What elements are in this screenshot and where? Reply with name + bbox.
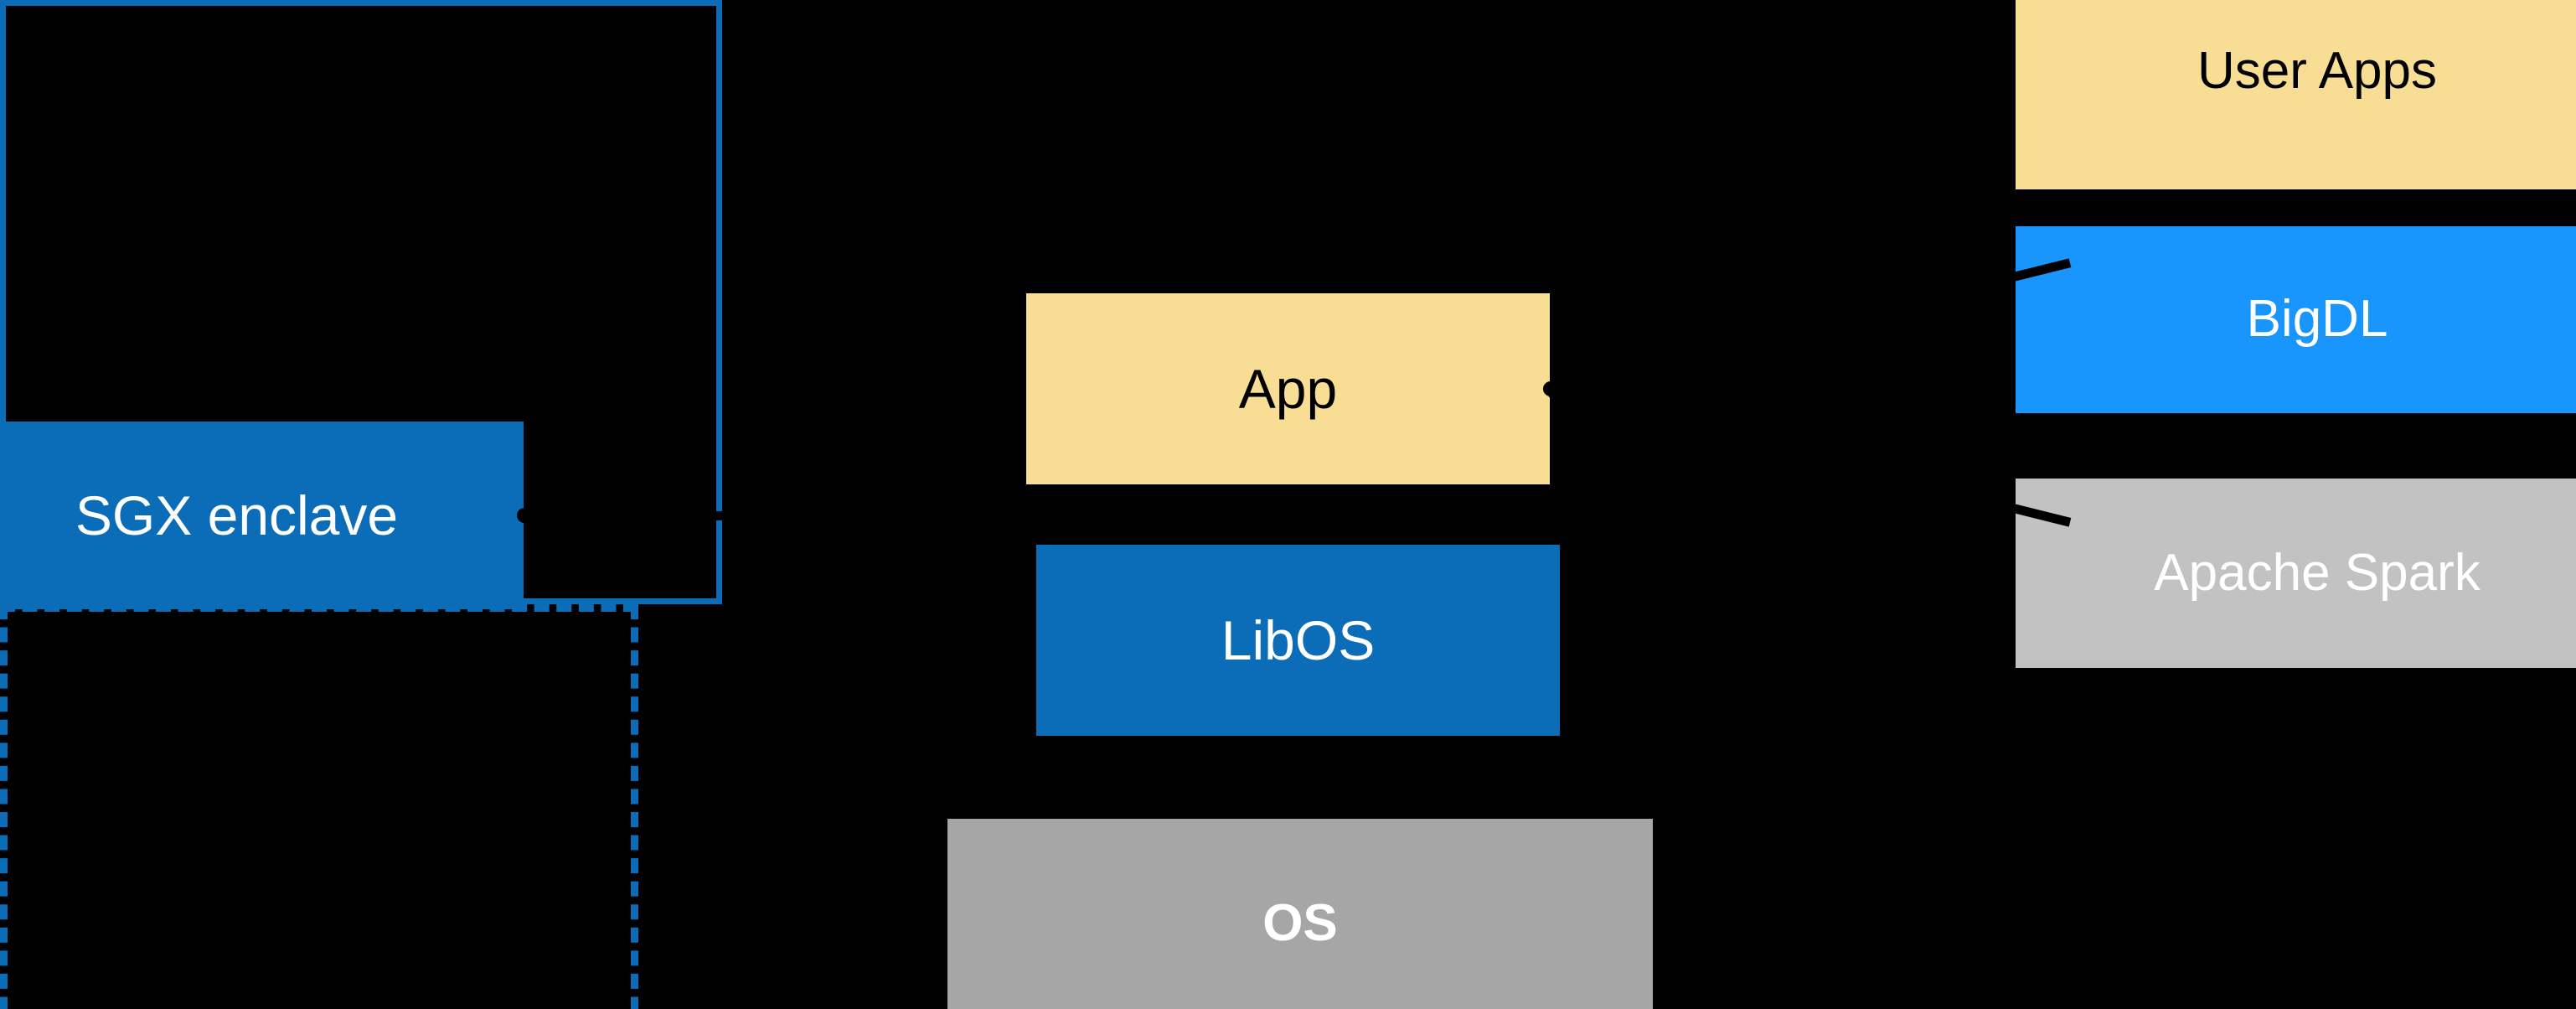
bigdl-label: BigDL [2246, 290, 2388, 349]
sgx-enclave-label: SGX enclave [75, 484, 399, 546]
libos-box[interactable]: LibOS [1036, 545, 1560, 736]
connector-sgx-to-enclave [524, 511, 951, 520]
bigdl-box[interactable]: BigDL [2016, 226, 2576, 413]
libos-boundary-dashed-outline [0, 604, 638, 1009]
libos-label: LibOS [1221, 608, 1376, 671]
connector-app-to-right-lower [1548, 388, 2072, 527]
apache-spark-box[interactable]: Apache Spark [2016, 479, 2576, 668]
user-apps-box[interactable]: User Apps [2016, 0, 2576, 189]
connector-app-to-right-upper [1548, 258, 2072, 397]
os-box[interactable]: OS [947, 819, 1653, 1009]
apache-spark-label: Apache Spark [2154, 543, 2480, 602]
app-box[interactable]: App [1026, 293, 1550, 484]
sgx-enclave-box[interactable]: SGX enclave [0, 422, 524, 609]
os-label: OS [1262, 893, 1338, 952]
app-label: App [1238, 357, 1338, 420]
user-apps-label: User Apps [2197, 42, 2438, 101]
